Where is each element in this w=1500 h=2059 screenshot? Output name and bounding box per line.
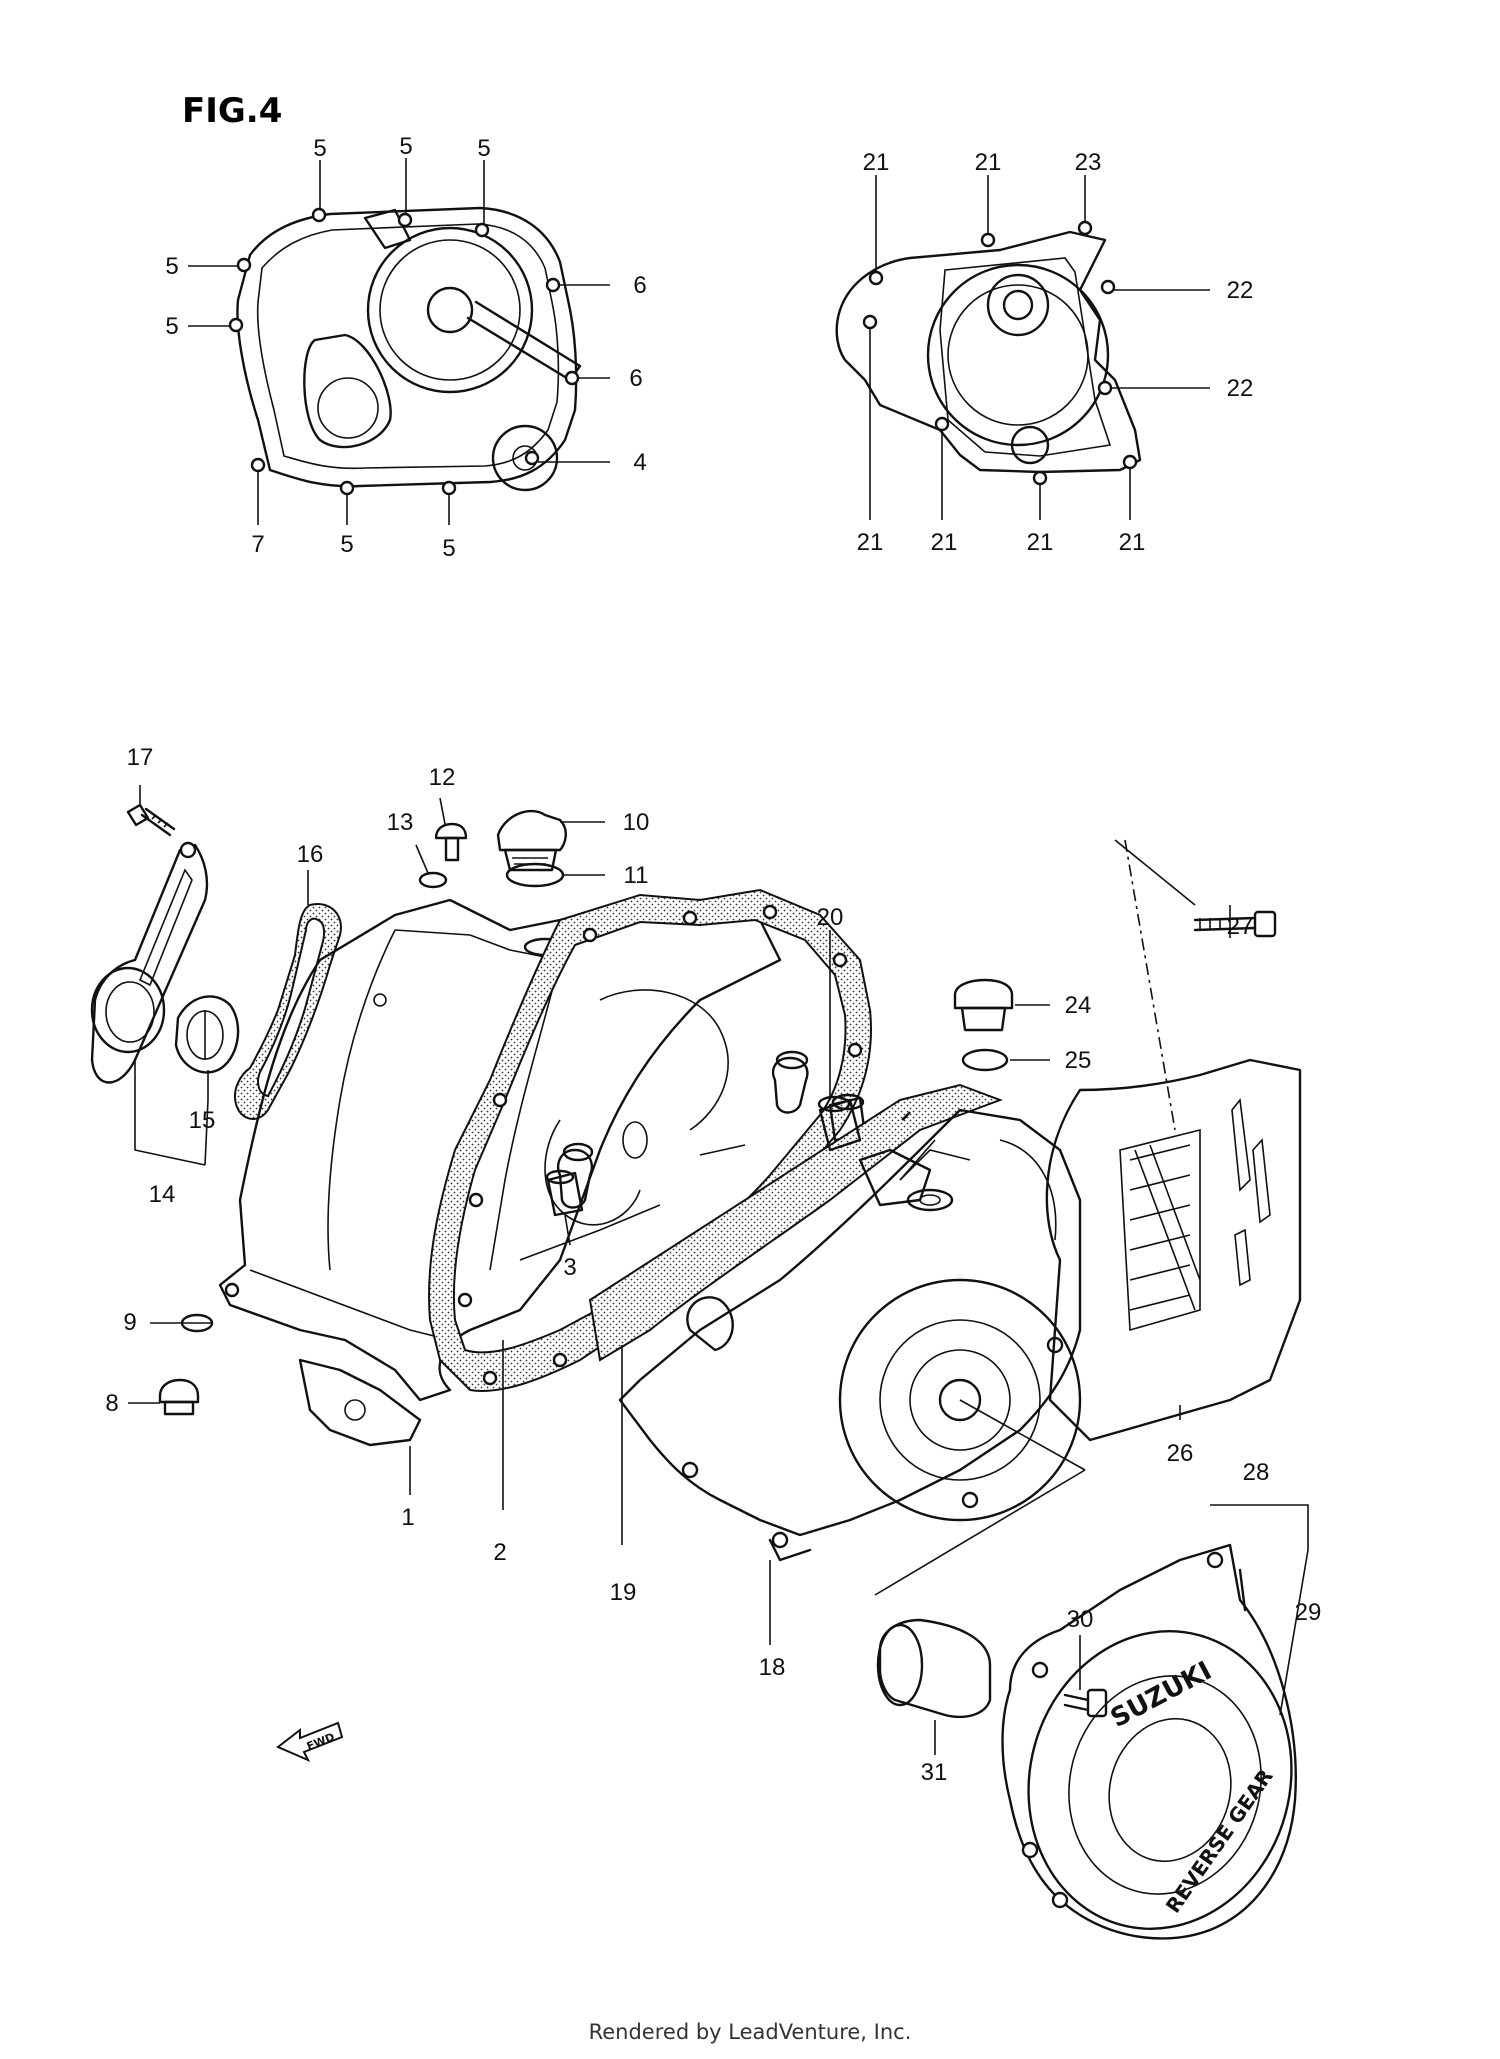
callout-28: 28 [1243, 1459, 1270, 1486]
callout-30: 30 [1067, 1606, 1094, 1633]
side-cover-18-drawing [618, 1108, 1082, 1562]
cap-10-drawing [496, 809, 567, 872]
crankcase-interior-drawing [457, 904, 867, 1386]
callout-1: 1 [401, 1504, 414, 1531]
fwd-arrow-icon: FWD [276, 1721, 344, 1763]
gasket-19-drawing [588, 1083, 1003, 1362]
bolt-17-drawing [126, 803, 176, 837]
callout-5: 5 [477, 135, 490, 162]
callout-26: 26 [1167, 1440, 1194, 1467]
callout-18: 18 [759, 1654, 786, 1681]
bolt-30-drawing [1063, 1688, 1108, 1718]
callout-20: 20 [817, 904, 844, 931]
callout-21: 21 [857, 529, 884, 556]
callout-5: 5 [340, 531, 353, 558]
callout-16: 16 [297, 841, 324, 868]
callout-22: 22 [1227, 375, 1254, 402]
footer-credit: Rendered by LeadVenture, Inc. [588, 2020, 912, 2044]
callout-2: 2 [493, 1539, 506, 1566]
callout-11: 11 [624, 862, 649, 889]
gasket-2-drawing [428, 888, 872, 1392]
callout-22: 22 [1227, 277, 1254, 304]
callout-25: 25 [1065, 1047, 1092, 1074]
callout-5: 5 [165, 313, 178, 340]
plug-24-drawing [953, 978, 1014, 1032]
callout-9: 9 [123, 1309, 136, 1336]
bolt-27-drawing [1193, 910, 1277, 938]
gasket-16-drawing [234, 903, 342, 1120]
callout-27: 27 [1227, 913, 1254, 940]
dowel-20-drawing [817, 1095, 862, 1152]
callout-5: 5 [313, 135, 326, 162]
callout-14: 14 [149, 1181, 176, 1208]
oring-11-drawing [505, 862, 565, 888]
callout-21: 21 [1027, 529, 1054, 556]
callout-21: 21 [863, 149, 890, 176]
top-right-cover-drawing [835, 220, 1142, 486]
cap-31-drawing [876, 1618, 992, 1719]
callout-6: 6 [629, 365, 642, 392]
callout-3: 3 [563, 1254, 576, 1281]
gasket-bolt-holes [457, 904, 863, 1386]
callout-24: 24 [1065, 992, 1092, 1019]
bolt-8-drawing [158, 1378, 200, 1416]
top-left-leaders [188, 158, 610, 525]
callout-5: 5 [399, 133, 412, 160]
main-leaders [128, 785, 1309, 1755]
figure-title: FIG.4 [182, 91, 282, 131]
callout-19: 19 [610, 1579, 637, 1606]
callout-21: 21 [931, 529, 958, 556]
callout-23: 23 [1075, 149, 1102, 176]
callout-21: 21 [975, 149, 1002, 176]
callout-5: 5 [442, 535, 455, 562]
guard-26-drawing [1045, 1058, 1302, 1442]
callout-6: 6 [633, 272, 646, 299]
callout-5: 5 [165, 253, 178, 280]
reverse-gear-cover-drawing [1001, 1543, 1297, 1940]
callout-17: 17 [127, 744, 154, 771]
callout-13: 13 [387, 809, 414, 836]
suzuki-stamp: SUZUKI [1106, 1656, 1217, 1734]
washer-13-drawing [418, 871, 448, 889]
callout-10: 10 [623, 809, 650, 836]
callout-31: 31 [921, 1759, 948, 1786]
bearing-bracket-drawing [90, 841, 240, 1084]
callout-29: 29 [1295, 1599, 1322, 1626]
top-right-leaders [869, 175, 1210, 520]
dowel-3-drawing [545, 1169, 584, 1217]
callout-15: 15 [189, 1107, 216, 1134]
washer-25-drawing [961, 1048, 1009, 1072]
bolt-12-drawing [434, 822, 468, 862]
callout-8: 8 [105, 1390, 118, 1417]
callout-21: 21 [1119, 529, 1146, 556]
top-left-cover-drawing [228, 206, 582, 496]
callout-4: 4 [633, 449, 646, 476]
callout-7: 7 [251, 531, 264, 558]
callout-12: 12 [429, 764, 456, 791]
